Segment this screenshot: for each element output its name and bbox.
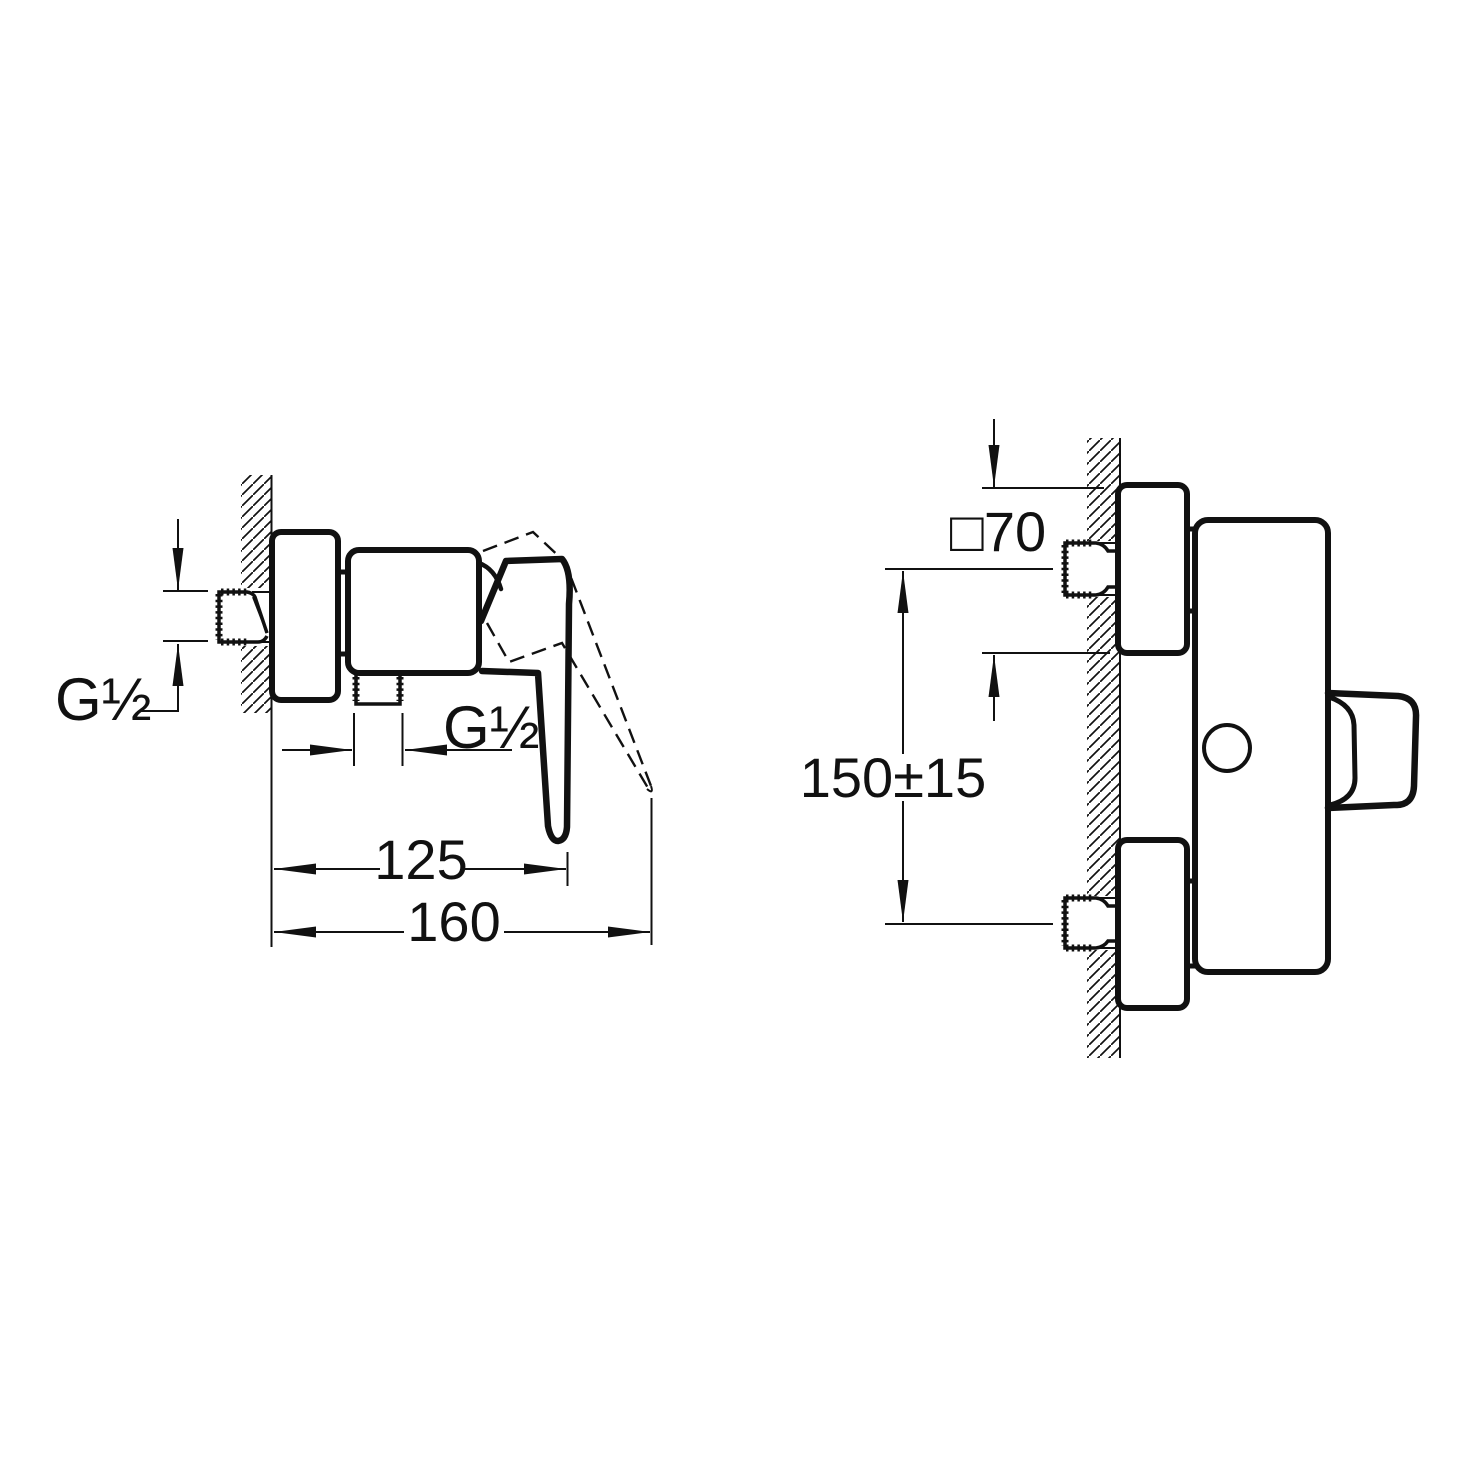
dim-125-label: 125 [374,828,467,891]
front-view: □70 150±15 [800,419,1420,1058]
side-view: G½ G½ 125 160 [55,475,653,953]
dim-160-label: 160 [407,890,500,953]
cartridge-neck-arc [476,560,504,592]
raised-lever-lower-edge [485,622,650,789]
outlet-outline [354,673,402,706]
inlet-thread-label: G½ [55,666,152,733]
escutcheon-bottom [1115,837,1190,1011]
dimension-outlet-thread: G½ [282,694,540,766]
raised-lever-upper-edge [482,530,653,787]
raised-lever-tip [646,785,653,793]
valve-body-side [345,547,482,676]
wall-opening-edges [1087,542,1120,949]
dim-ext-lines [353,713,404,766]
outlet-port [352,673,404,706]
handle-outer [1324,689,1420,812]
lever-outline [477,555,573,845]
outlet-thread-label: G½ [443,694,540,761]
dimension-escutcheon-70: □70 [950,419,1110,721]
dimension-pipe-spacing: 150±15 [800,568,1053,925]
inlet-nipple-thread-knurl [215,588,249,646]
dim-arrow-up-leader [140,644,184,712]
outlet-thread-knurl [352,677,404,701]
inlet-nipple-cone-edge [252,596,268,634]
dimension-160: 160 [274,798,653,953]
inlet-nipple [215,588,269,646]
lever-handle-raised-dashed [482,530,653,793]
diverter-button [1202,723,1252,773]
supply-nipple-bottom [1061,894,1120,952]
lever-handle-end [1324,689,1420,812]
dimension-125: 125 [270,713,569,947]
inlet-nipple-outline [217,590,269,644]
nipple-thread-knurl [1061,894,1094,952]
escutcheon-top [1115,482,1190,656]
handle-inner-arc [1328,694,1358,808]
nipple-thread-knurl [1061,539,1094,599]
dim-150-label: 150±15 [800,746,986,809]
escutcheon-side [269,529,341,703]
dim-70-label: □70 [950,500,1046,563]
supply-nipple-top [1061,539,1120,599]
lever-handle [476,555,573,845]
valve-body-front [1192,517,1331,975]
dimension-inlet-thread: G½ [55,519,208,733]
body-connectors [1186,526,1197,969]
